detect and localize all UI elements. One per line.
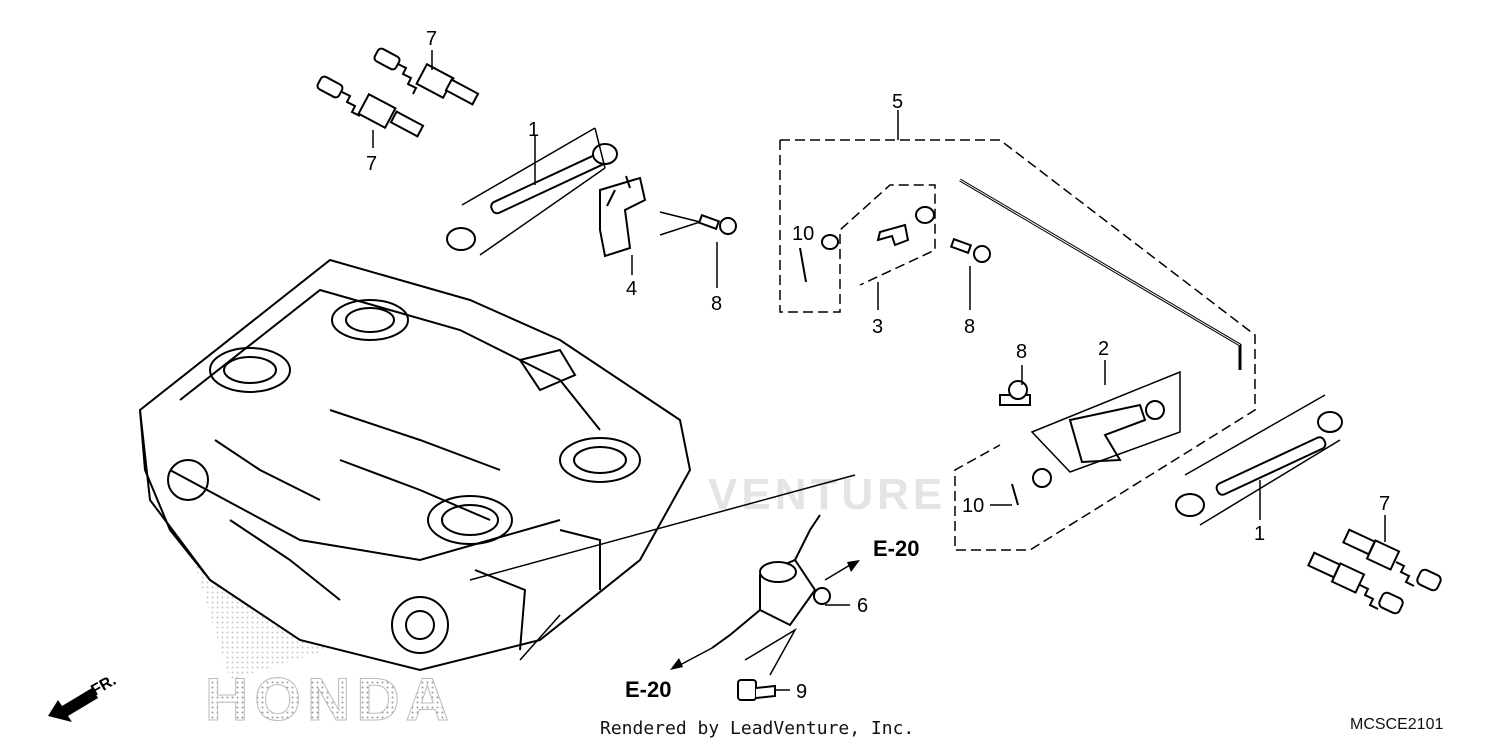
part-1-shaft-lower — [1175, 411, 1343, 517]
callout-4: 4 — [626, 278, 637, 300]
part-4-bracket — [599, 175, 647, 258]
callout-8: 8 — [964, 316, 975, 338]
callout-7: 7 — [426, 28, 437, 50]
part-1-shaft-upper — [446, 143, 618, 251]
part-8-bolt-b — [949, 237, 991, 263]
diagram-code: MCSCE2101 — [1350, 716, 1444, 733]
callout-3: 3 — [872, 316, 883, 338]
watermark: VENTURE — [708, 470, 947, 519]
throttle-body-assembly — [138, 258, 692, 672]
callout-8: 8 — [711, 293, 722, 315]
part-3-arm — [821, 206, 935, 250]
part-8-bolt-a — [697, 213, 737, 235]
part-7-screw-right-upper — [1342, 528, 1442, 592]
part-7-screw-right-lower — [1307, 551, 1404, 615]
part-5-rod-group — [779, 139, 1256, 551]
callout-9: 9 — [796, 681, 807, 703]
callout-2: 2 — [1098, 338, 1109, 360]
honda-logo-text: HONDA — [205, 666, 455, 733]
callout-7: 7 — [1379, 493, 1390, 515]
callout-1: 1 — [1254, 523, 1265, 545]
callout-5: 5 — [892, 91, 903, 113]
part-2-bracket — [1032, 400, 1165, 488]
section-ref-e20: E-20 — [873, 536, 919, 561]
part-7-screw-lower — [316, 75, 425, 138]
callout-10: 10 — [792, 223, 814, 245]
section-ref-e20: E-20 — [625, 677, 671, 702]
rendered-by-credit: Rendered by LeadVenture, Inc. — [600, 718, 915, 739]
callout-1: 1 — [528, 119, 539, 141]
arrow-left-down-icon: FR. — [48, 672, 119, 722]
part-10-pin-lower — [1011, 483, 1019, 506]
part-9-bolt — [737, 679, 776, 701]
callout-7: 7 — [366, 153, 377, 175]
part-7-screw-upper — [373, 47, 480, 106]
callout-6: 6 — [857, 595, 868, 617]
callout-10: 10 — [962, 495, 984, 517]
part-6-sensor — [711, 514, 831, 649]
part-8-bolt-c — [999, 380, 1031, 406]
part-10-pin-upper — [799, 247, 807, 283]
callout-8: 8 — [1016, 341, 1027, 363]
